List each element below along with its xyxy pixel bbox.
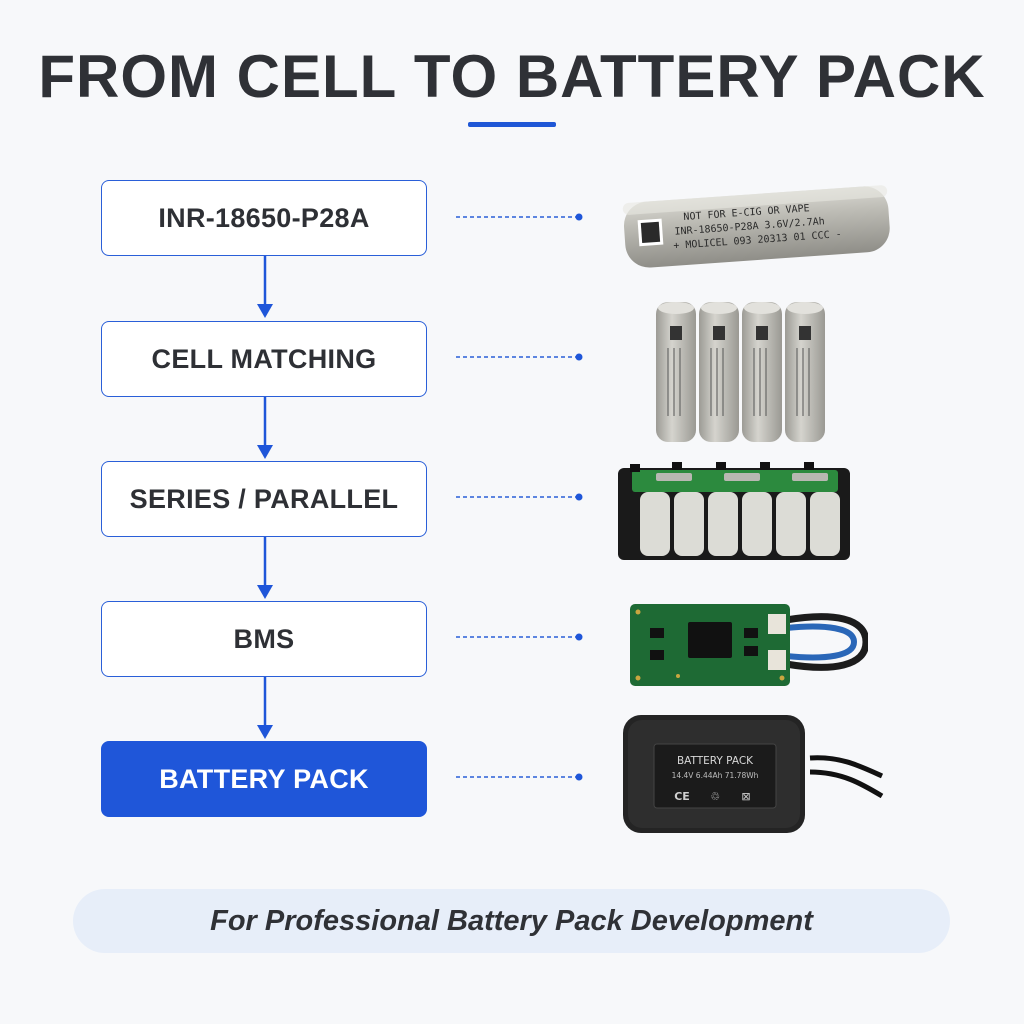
matched-cell-2	[699, 302, 739, 442]
step-box-series-parallel: SERIES / PARALLEL	[101, 461, 427, 537]
footer-text: For Professional Battery Pack Developmen…	[210, 904, 813, 937]
connector-1	[456, 213, 583, 221]
bms-board-icon	[630, 604, 868, 686]
page-title: FROM CELL TO BATTERY PACK	[38, 43, 986, 110]
footer-banner: For Professional Battery Pack Developmen…	[73, 889, 950, 953]
battery-pack-icon: BATTERY PACK 14.4V 6.44Ah 71.78Wh CE ♲ ⊠	[623, 715, 884, 833]
step-box-battery-pack: BATTERY PACK	[101, 741, 427, 817]
matched-cell-4	[785, 302, 825, 442]
flow-arrow-4	[257, 677, 273, 739]
connector-4	[456, 633, 583, 641]
step-box-cell-model: INR-18650-P28A	[101, 180, 427, 256]
flow-arrow-1	[257, 256, 273, 318]
recycle-icon: ♲	[710, 790, 720, 803]
connector-5	[456, 773, 583, 781]
connector-3	[456, 493, 583, 501]
cell-module-icon	[618, 462, 850, 560]
flow-arrow-2	[257, 397, 273, 459]
ce-mark-icon: CE	[674, 790, 690, 803]
step-box-bms: BMS	[101, 601, 427, 677]
matched-cell-1	[656, 302, 696, 442]
step-box-cell-matching: CELL MATCHING	[101, 321, 427, 397]
matched-cell-3	[742, 302, 782, 442]
single-cell-icon: NOT FOR E-CIG OR VAPE INR-18650-P28A 3.6…	[622, 185, 890, 268]
pack-label-title: BATTERY PACK	[677, 755, 754, 767]
flow-arrow-3	[257, 537, 273, 599]
crossed-bin-icon: ⊠	[741, 790, 750, 803]
pack-label-specs: 14.4V 6.44Ah 71.78Wh	[672, 771, 759, 780]
title-underline	[468, 122, 556, 127]
matched-cells-icon	[656, 302, 825, 442]
connector-2	[456, 353, 583, 361]
